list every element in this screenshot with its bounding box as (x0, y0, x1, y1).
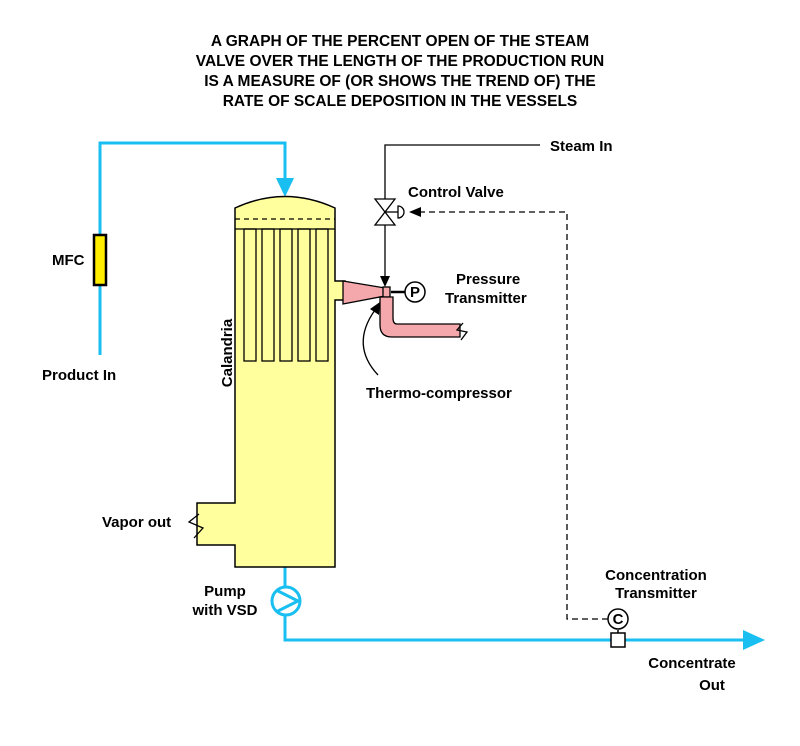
pump-label-2: with VSD (191, 602, 257, 619)
product-in-label: Product In (42, 367, 116, 384)
pump-triangle (275, 588, 302, 614)
concentrate-label-1: Concentrate (648, 655, 736, 672)
pipe-break (455, 322, 469, 341)
title-line-1: A GRAPH OF THE PERCENT OPEN OF THE STEAM (210, 33, 590, 50)
pump-label-1: Pump (204, 583, 246, 600)
calandria-tubes (243, 228, 329, 362)
title-line-2: VALVE OVER THE LENGTH OF THE PRODUCTION … (195, 53, 605, 70)
concentration-sensor-box (610, 632, 626, 648)
steam-in-label: Steam In (550, 138, 613, 155)
steam-line (384, 144, 540, 278)
title-line-4: RATE OF SCALE DEPOSITION IN THE VESSELS (222, 93, 578, 110)
mfc-label: MFC (52, 252, 85, 269)
compressor-pointer-head (370, 302, 380, 315)
title-line-3: IS A MEASURE OF (OR SHOWS THE TREND OF) … (204, 73, 596, 90)
concentrate-label-2: Out (699, 677, 725, 694)
control-valve-label: Control Valve (408, 184, 504, 201)
steam-arrow-head (380, 276, 390, 287)
concentrate-arrow-head (743, 630, 765, 650)
valve-actuator (397, 205, 405, 219)
thermo-compressor (342, 280, 386, 305)
pressure-symbol: P (410, 284, 420, 301)
feed-arrow-head (276, 178, 294, 197)
motive-steam-pipe (379, 296, 461, 338)
vapor-out-break (187, 513, 205, 539)
control-signal-line (412, 211, 608, 620)
thermo-compressor-label: Thermo-compressor (366, 385, 512, 402)
concentration-label-2: Transmitter (615, 585, 697, 602)
signal-arrow-head (409, 207, 421, 217)
concentration-label-1: Concentration (605, 567, 707, 584)
calandria-vessel (196, 195, 346, 568)
pressure-label-2: Transmitter (445, 290, 527, 307)
calandria-label: Calandria (219, 318, 236, 387)
pressure-transmitter-circle (404, 281, 426, 303)
pressure-label-1: Pressure (456, 271, 520, 288)
compressor-pointer (362, 309, 379, 376)
mfc-meter (92, 233, 108, 287)
concentration-symbol: C (613, 611, 624, 628)
vapor-out-label: Vapor out (102, 514, 171, 531)
compressor-nozzle (382, 286, 391, 298)
diagram-title: A GRAPH OF THE PERCENT OPEN OF THE STEAM… (0, 32, 800, 112)
